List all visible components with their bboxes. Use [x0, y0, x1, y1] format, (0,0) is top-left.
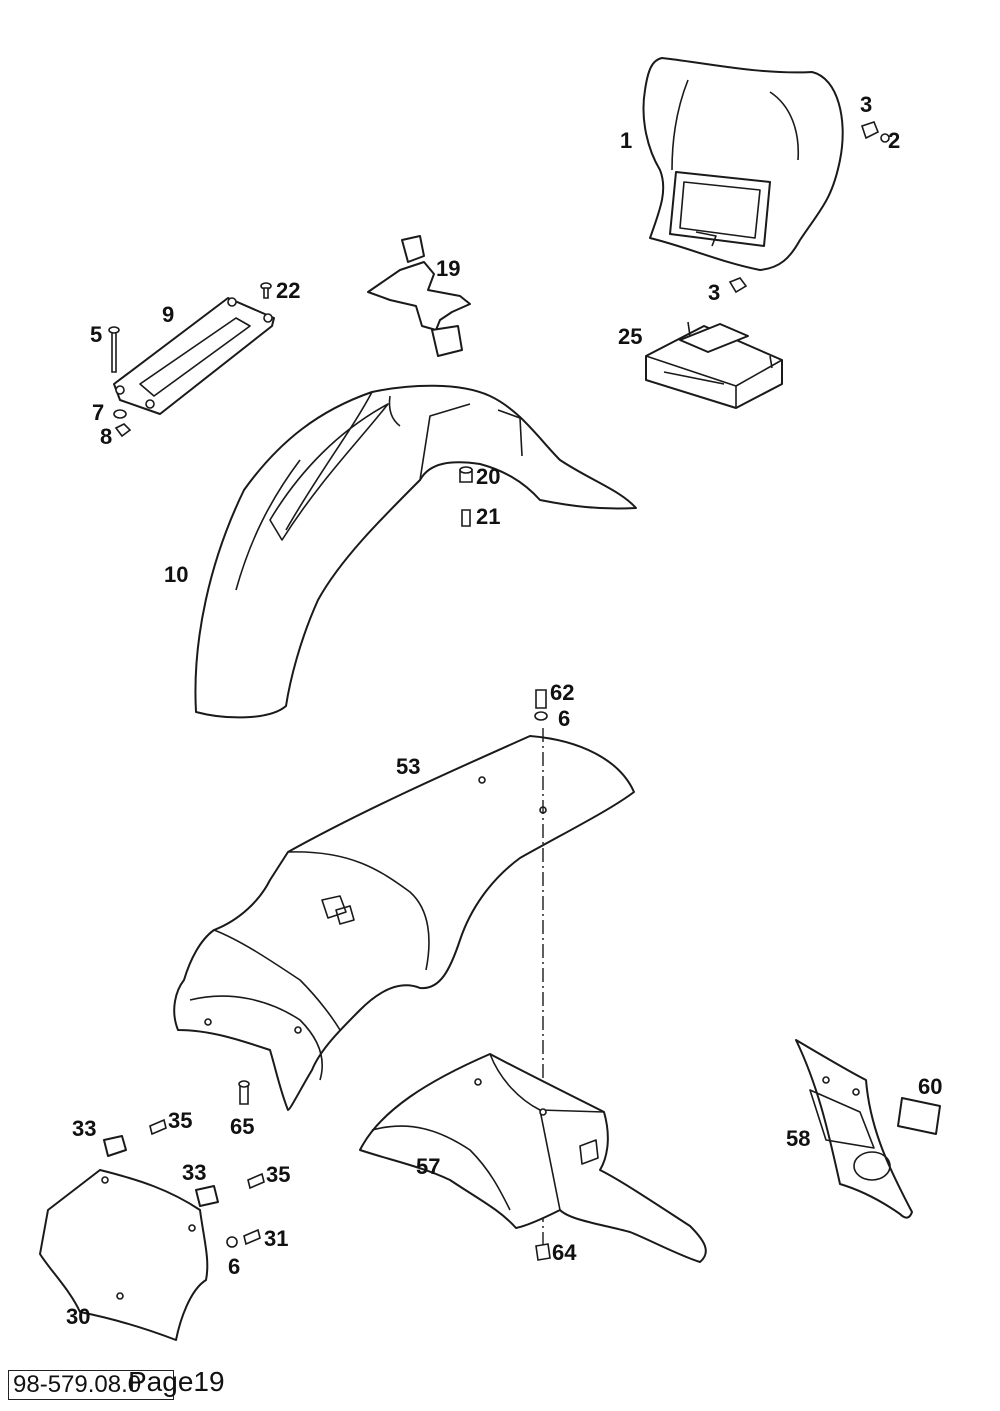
callout-6: 6	[558, 706, 570, 731]
callout-33: 33	[182, 1160, 206, 1185]
callout-62: 62	[550, 680, 574, 705]
callout-22: 22	[276, 278, 300, 303]
callout-30: 30	[66, 1304, 90, 1329]
callout-7: 7	[92, 400, 104, 425]
mud-flap-plate	[39, 1169, 209, 1341]
rear-fender-fasteners	[238, 689, 548, 1105]
number-plate-bracket	[367, 235, 471, 357]
callout-21: 21	[476, 504, 500, 529]
rear-mudguard-section	[359, 1053, 707, 1263]
front-fender-fasteners	[459, 466, 473, 527]
callout-25: 25	[618, 324, 642, 349]
callout-65: 65	[230, 1114, 254, 1139]
callout-3: 3	[708, 280, 720, 305]
callout-5: 5	[90, 322, 102, 347]
callout-35: 35	[266, 1162, 290, 1187]
callout-57: 57	[416, 1154, 440, 1179]
mudguard-nut	[535, 1243, 551, 1261]
mask-fasteners	[728, 121, 890, 294]
number-plate	[795, 1039, 913, 1219]
callout-35: 35	[168, 1108, 192, 1133]
callout-9: 9	[162, 302, 174, 327]
callout-60: 60	[918, 1074, 942, 1099]
callout-53: 53	[396, 754, 420, 779]
reflector	[897, 1097, 941, 1135]
callout-8: 8	[100, 424, 112, 449]
callout-6: 6	[228, 1254, 240, 1279]
callout-1: 1	[620, 128, 632, 153]
callout-3: 3	[860, 92, 872, 117]
page-label: Page19	[128, 1366, 225, 1397]
regulator-box	[645, 321, 783, 409]
strap-fasteners	[108, 282, 272, 438]
callout-58: 58	[786, 1126, 810, 1151]
callout-31: 31	[264, 1226, 288, 1251]
callout-33: 33	[72, 1116, 96, 1141]
rear-fender	[173, 735, 635, 1111]
fender-strap	[113, 297, 275, 415]
headlight-mask	[642, 57, 844, 271]
callout-64: 64	[552, 1240, 577, 1265]
drawing-number: 98-579.08.0	[8, 1370, 174, 1400]
front-fender	[194, 384, 637, 719]
callout-20: 20	[476, 464, 500, 489]
callout-19: 19	[436, 256, 460, 281]
plate-clips	[103, 1135, 219, 1207]
callout-10: 10	[164, 562, 188, 587]
plate-screws	[149, 1118, 265, 1248]
callout-2: 2	[888, 128, 900, 153]
